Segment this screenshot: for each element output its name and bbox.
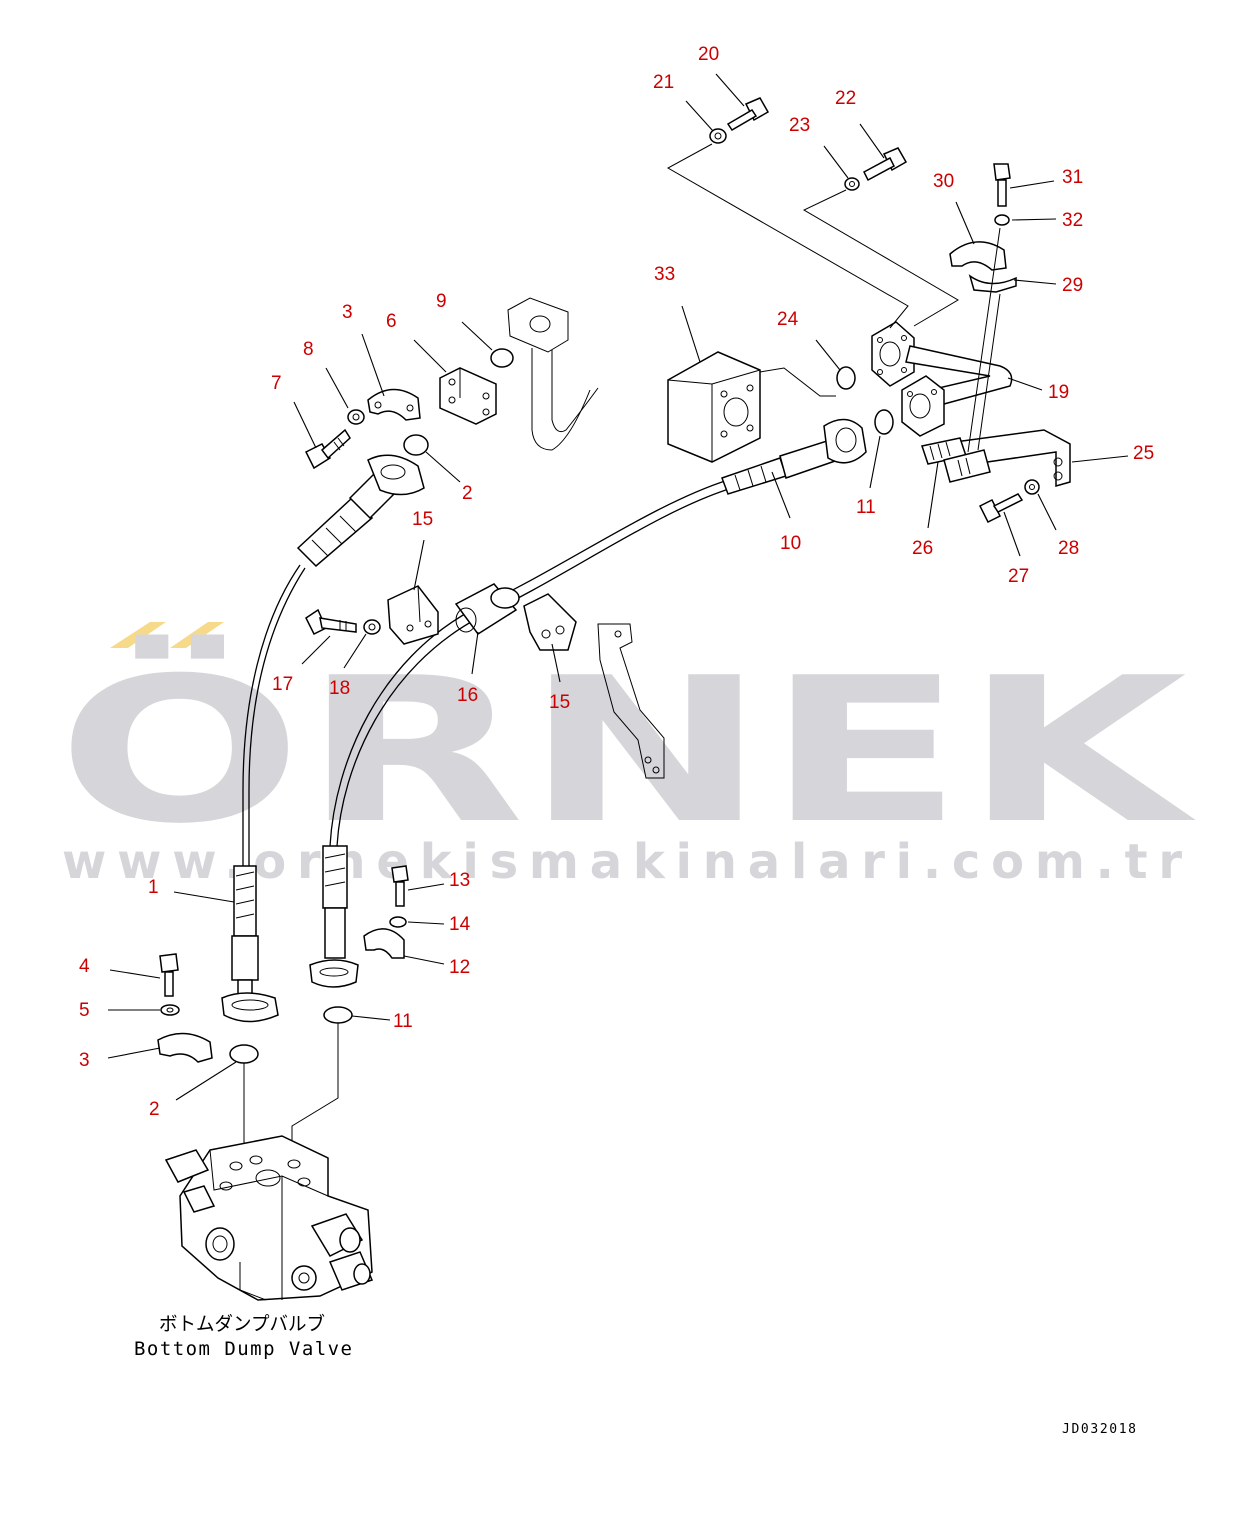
callout-14: 14 [449,914,471,935]
callout-30: 30 [933,171,954,192]
callout-17: 17 [272,674,293,695]
hose-upper-left [296,454,425,568]
callout-3-upper: 3 [342,302,353,323]
watermark-accent-left [110,622,166,648]
oring-2-lower [229,1044,259,1064]
assembly-lines-top [666,143,1001,453]
bolt-4 [159,953,179,997]
oring-11-lower [323,1006,353,1024]
assembly-lines-bottom [243,1023,339,1160]
pipe-19 [871,321,1013,437]
bolt-20 [726,97,770,132]
pump-33 [667,351,836,463]
callouts: 20 21 22 23 30 31 32 29 33 24 19 25 11 1… [79,44,1154,1120]
callout-22: 22 [835,88,856,109]
caption-english: Bottom Dump Valve [134,1338,352,1360]
callout-6: 6 [386,311,397,332]
callout-5: 5 [79,1000,90,1021]
bolt-22 [863,147,908,182]
oring-9 [490,348,514,368]
callout-33: 33 [654,264,675,285]
callout-12: 12 [449,957,470,978]
callout-20: 20 [698,44,719,65]
caption-japanese: ボトムダンプバルブ [159,1312,325,1335]
washer-28 [1024,479,1040,495]
oring-2-upper [403,434,429,456]
hose-10-upper [721,418,867,495]
callout-4: 4 [79,956,90,977]
bolt-31 [993,163,1011,207]
callout-9: 9 [436,291,447,312]
bolt-7 [304,428,351,470]
callout-13: 13 [449,870,470,891]
callout-11-upper: 11 [856,497,876,518]
clamp-half-3-lower [157,1032,213,1063]
callout-29: 29 [1062,275,1083,296]
callout-28: 28 [1058,538,1079,559]
callout-24: 24 [777,309,799,330]
washer-5 [160,1004,180,1016]
callout-21: 21 [653,72,674,93]
bottom-dump-valve [164,1135,374,1301]
callout-11-lower: 11 [393,1011,413,1032]
oring-24 [836,366,856,390]
callout-2-lower: 2 [149,1099,160,1120]
ghost-elbow-pipe [507,297,599,451]
callout-18: 18 [329,678,350,699]
bolt-17 [305,608,357,636]
washer-18 [363,619,381,635]
washer-21 [709,128,727,144]
drawing-code: JD032018 [1062,1422,1136,1437]
leader-lines [107,73,1129,1101]
callout-16: 16 [457,685,478,706]
watermark-brand: ÖRNEK [57,634,1197,868]
bolt-13 [391,865,409,907]
watermark: ÖRNEK www.ornekismakinalari.com.tr [57,622,1197,890]
ghost-frame-bracket [597,623,665,779]
callout-32: 32 [1062,210,1083,231]
flange-cover-6 [439,367,497,425]
callout-3-lower: 3 [79,1050,90,1071]
sleeve-16 [454,583,520,636]
hose-1 [221,865,279,1023]
callout-19: 19 [1048,382,1069,403]
callout-2-upper: 2 [462,483,473,504]
callout-31: 31 [1062,167,1083,188]
washer-8 [347,409,365,425]
bolt-27 [978,493,1024,524]
bracket-15-left [387,585,439,645]
washer-32 [994,214,1010,226]
watermark-accent-right [170,622,224,648]
callout-15-right: 15 [549,692,570,713]
callout-26: 26 [912,538,933,559]
callout-23: 23 [789,115,810,136]
callout-1: 1 [148,877,159,898]
callout-15-left: 15 [412,509,433,530]
oring-11-upper [874,409,894,435]
callout-8: 8 [303,339,314,360]
clamp-half-3-upper [367,388,421,421]
clamp-half-29 [968,274,1017,293]
callout-27: 27 [1008,566,1029,587]
callout-7: 7 [271,373,282,394]
clamp-half-30 [949,241,1007,271]
callout-10: 10 [780,533,801,554]
bracket-15-right [523,593,577,651]
washer-23 [844,177,860,191]
washer-14 [389,916,407,928]
callout-25: 25 [1133,443,1154,464]
clamp-half-12 [363,928,405,959]
clamp-26 [921,437,991,483]
hose-10-lower [309,845,359,988]
